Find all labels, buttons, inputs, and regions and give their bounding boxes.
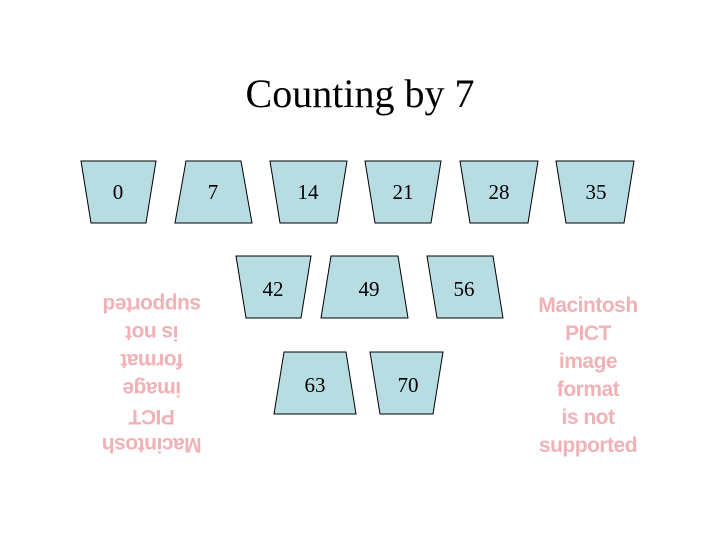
tile-42: 42 bbox=[235, 255, 312, 319]
unsupported-image-placeholder-left: Macintosh PICT image format is not suppo… bbox=[93, 290, 211, 458]
placeholder-line: Macintosh PICT bbox=[102, 405, 202, 456]
tile-0: 0 bbox=[80, 160, 157, 224]
placeholder-line: is not supported bbox=[102, 293, 202, 344]
tile-14-label: 14 bbox=[298, 180, 320, 204]
placeholder-line: image format bbox=[556, 350, 620, 401]
tile-56: 56 bbox=[426, 255, 504, 319]
tile-63-label: 63 bbox=[305, 373, 326, 397]
tile-42-shape bbox=[235, 255, 312, 319]
tile-70-shape bbox=[369, 351, 444, 415]
tile-7-shape bbox=[174, 160, 253, 224]
tile-28: 28 bbox=[459, 160, 539, 224]
tile-49-shape bbox=[320, 255, 409, 319]
tile-28-label: 28 bbox=[489, 180, 510, 204]
tile-21-shape bbox=[364, 160, 442, 224]
tile-49-label: 49 bbox=[359, 277, 380, 301]
tile-63: 63 bbox=[273, 351, 357, 415]
tile-21: 21 bbox=[364, 160, 442, 224]
tile-35-shape bbox=[555, 160, 635, 224]
placeholder-line: Macintosh PICT bbox=[538, 294, 638, 345]
tile-28-shape bbox=[459, 160, 539, 224]
tile-63-shape bbox=[273, 351, 357, 415]
tile-35-label: 35 bbox=[586, 180, 607, 204]
tile-56-shape bbox=[426, 255, 504, 319]
placeholder-line: is not supported bbox=[538, 406, 638, 457]
unsupported-image-placeholder-right: Macintosh PICT image format is not suppo… bbox=[529, 292, 647, 460]
slide-title: Counting by 7 bbox=[245, 71, 475, 116]
tile-21-label: 21 bbox=[393, 180, 414, 204]
tile-70: 70 bbox=[369, 351, 444, 415]
tile-0-shape bbox=[80, 160, 157, 224]
placeholder-line: image format bbox=[120, 349, 184, 400]
tile-35: 35 bbox=[555, 160, 635, 224]
tile-0-label: 0 bbox=[113, 180, 124, 204]
tile-7: 7 bbox=[174, 160, 253, 224]
tile-42-label: 42 bbox=[263, 277, 284, 301]
tile-49: 49 bbox=[320, 255, 409, 319]
tile-14-shape bbox=[269, 160, 348, 224]
tile-14: 14 bbox=[269, 160, 348, 224]
tile-56-label: 56 bbox=[454, 277, 475, 301]
tile-7-label: 7 bbox=[208, 180, 219, 204]
tile-70-label: 70 bbox=[398, 373, 419, 397]
